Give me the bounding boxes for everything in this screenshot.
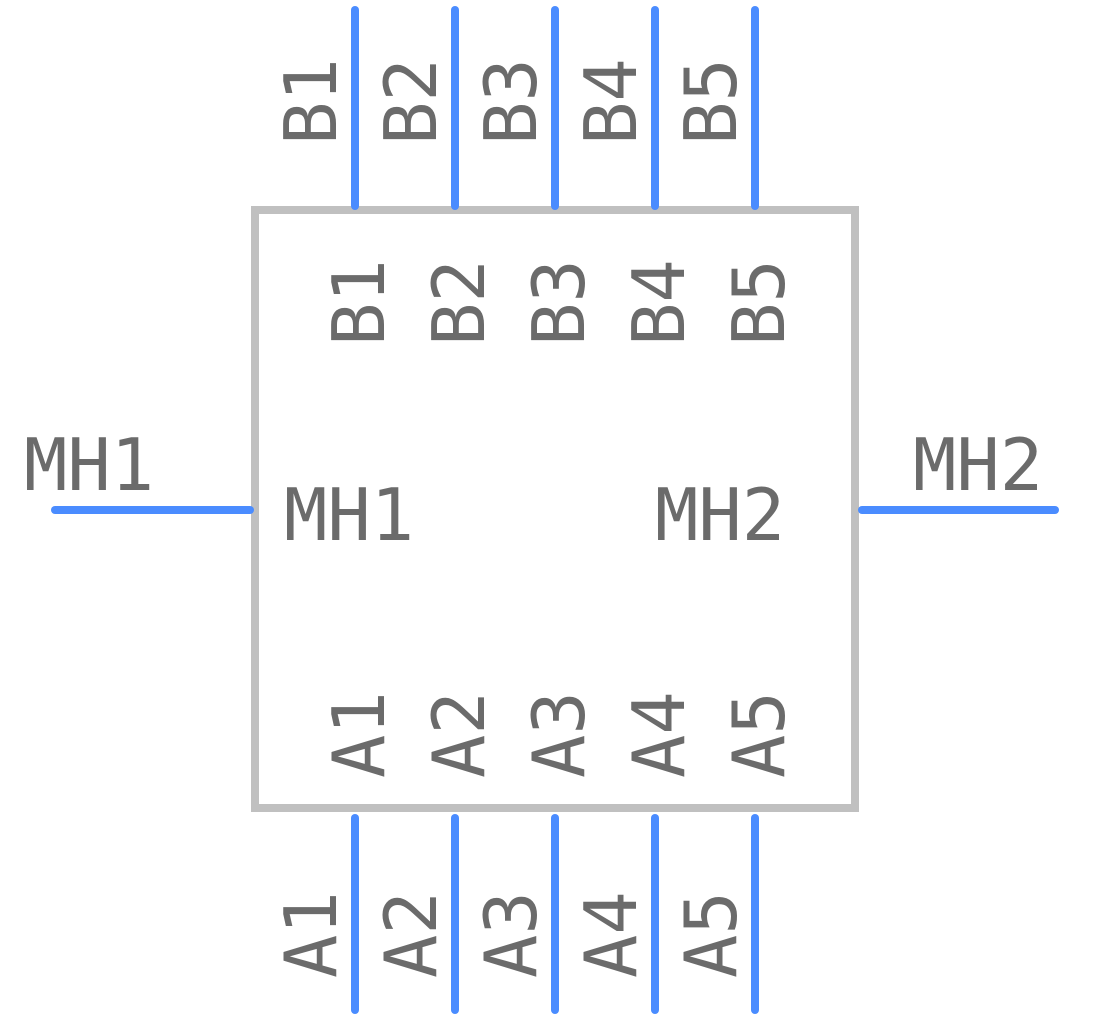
pin-a2-outer-label: A2 bbox=[369, 891, 453, 978]
pin-a4-inner-label: A4 bbox=[617, 691, 701, 778]
right-pin: MH2 MH2 bbox=[655, 423, 1059, 557]
pin-a1-outer-label: A1 bbox=[269, 891, 353, 978]
pin-a2-inner-label: A2 bbox=[417, 691, 501, 778]
pin-b3-inner-label: B3 bbox=[517, 259, 601, 346]
left-pin: MH1 MH1 bbox=[24, 423, 414, 557]
pin-mh2-outer-label: MH2 bbox=[913, 423, 1043, 507]
bottom-pins: A1 A2 A3 A4 A5 A1 A2 A3 A4 A5 bbox=[269, 691, 801, 1014]
pin-mh1-outer-label: MH1 bbox=[24, 423, 154, 507]
pin-a1-inner-label: A1 bbox=[317, 691, 401, 778]
pin-a5-inner-label: A5 bbox=[717, 691, 801, 778]
pin-a3-inner-label: A3 bbox=[517, 691, 601, 778]
pin-mh2-inner-label: MH2 bbox=[655, 473, 785, 557]
pin-b4-inner-label: B4 bbox=[617, 259, 701, 346]
pin-b2-inner-label: B2 bbox=[417, 259, 501, 346]
pin-b2-outer-label: B2 bbox=[369, 58, 453, 145]
pin-b5-inner-label: B5 bbox=[717, 259, 801, 346]
pin-mh1-inner-label: MH1 bbox=[284, 473, 414, 557]
pin-b3-outer-label: B3 bbox=[469, 58, 553, 145]
pin-b5-outer-label: B5 bbox=[669, 58, 753, 145]
pin-b4-outer-label: B4 bbox=[569, 58, 653, 145]
pin-a5-outer-label: A5 bbox=[669, 891, 753, 978]
top-pins: B1 B2 B3 B4 B5 B1 B2 B3 B4 B5 bbox=[269, 6, 801, 346]
pin-a3-outer-label: A3 bbox=[469, 891, 553, 978]
pin-a4-outer-label: A4 bbox=[569, 891, 653, 978]
pin-b1-outer-label: B1 bbox=[269, 58, 353, 145]
pin-b1-inner-label: B1 bbox=[317, 259, 401, 346]
